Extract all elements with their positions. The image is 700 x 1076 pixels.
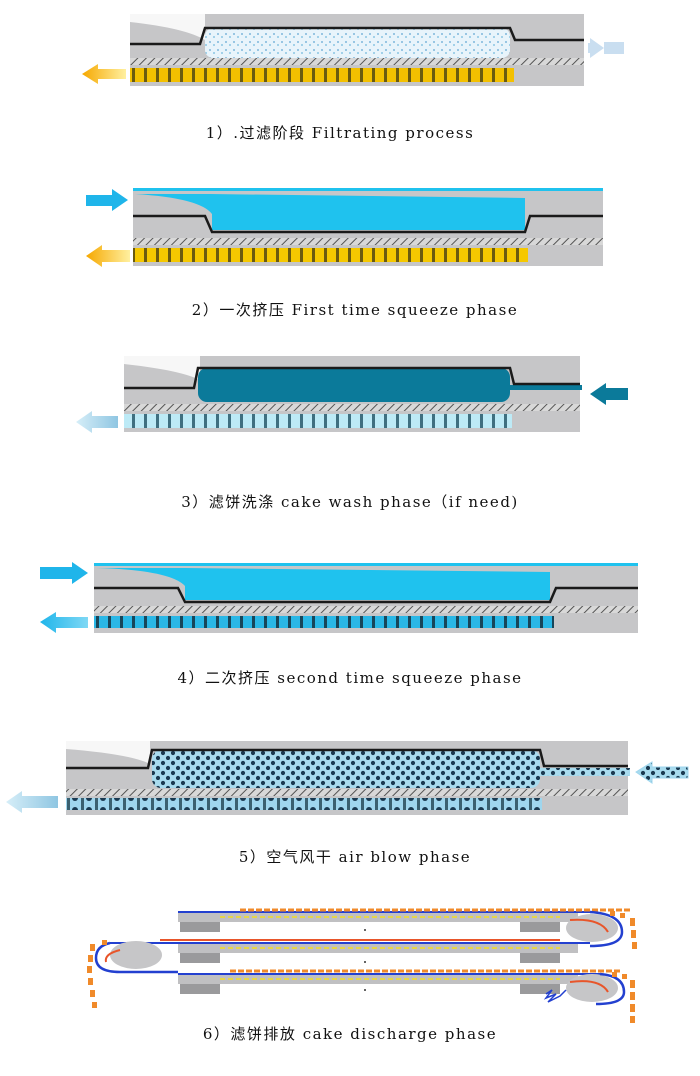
stage-1-feed-in-arrow bbox=[588, 38, 604, 58]
stage-6-roller-left-top bbox=[180, 922, 220, 932]
stage-3-wash-in-arrow bbox=[590, 383, 628, 405]
stage-1-filtrating bbox=[82, 14, 624, 86]
stage-6-cloth-wrap-right-bottom bbox=[595, 972, 626, 1006]
stage-3-wash-chamber bbox=[198, 368, 510, 402]
stage-4-filtrate-out-arrow bbox=[40, 612, 88, 633]
stage-6-center-mark-middle bbox=[364, 961, 366, 963]
stage-4-caption: 4）二次挤压 second time squeeze phase bbox=[177, 669, 523, 687]
stage-6-falling-cake-right-top bbox=[610, 911, 637, 949]
stage-5-caption: 5）空气风干 air blow phase bbox=[238, 848, 472, 866]
stage-3-cake-wash bbox=[76, 356, 628, 433]
stage-6-cloth-red-arc-top bbox=[569, 918, 609, 933]
stage-2-filtrate-channel bbox=[133, 248, 528, 262]
stage-1-feed-channel bbox=[130, 14, 205, 40]
stage-3-filter-cloth bbox=[124, 404, 580, 411]
stage-4-filter-cloth bbox=[94, 606, 638, 613]
stage-5-feed-channel bbox=[66, 741, 150, 764]
stage-4-diaphragm-line bbox=[94, 586, 638, 604]
stage-2-first-squeeze bbox=[86, 188, 603, 267]
stage-5-air-inlet bbox=[540, 768, 630, 776]
stage-6-center-mark-bottom bbox=[364, 989, 366, 991]
stage-6-falling-cake-left bbox=[87, 940, 107, 1008]
stage-6-cake-discharge bbox=[87, 908, 637, 1023]
stage-4-water-in-arrow bbox=[40, 562, 88, 584]
stage-6-roller-left-middle bbox=[180, 953, 220, 963]
stage-6-discharge-roller-bottom bbox=[566, 974, 618, 1002]
stage-2-caption: 2）一次挤压 First time squeeze phase bbox=[191, 301, 519, 319]
stage-6-roller-left-bottom bbox=[180, 984, 220, 994]
stage-3-wash-inlet-line bbox=[510, 385, 582, 390]
stage-6-roller-right-middle bbox=[520, 953, 560, 963]
stage-4-squeeze-water bbox=[96, 568, 550, 600]
stage-2-water-in-arrow bbox=[86, 189, 128, 211]
stage-6-center-mark-top bbox=[364, 929, 366, 931]
stage-1-diaphragm-line bbox=[130, 26, 584, 46]
stage-1-feed-in-arrow-tail bbox=[604, 42, 624, 54]
stage-6-roller-right-bottom bbox=[520, 984, 560, 994]
stage-3-caption: 3）滤饼洗涤 cake wash phase（if need) bbox=[181, 493, 519, 511]
stage-5-air-out-channel bbox=[66, 798, 542, 810]
stage-6-falling-cake-right-bottom bbox=[612, 972, 635, 1023]
stage-2-feed-line bbox=[133, 188, 603, 191]
stage-5-diaphragm-line bbox=[66, 748, 628, 770]
stage-6-plate-top bbox=[178, 912, 578, 922]
stage-6-cloth-wrap-left bbox=[94, 941, 178, 974]
stage-1-filtrate-out-arrow bbox=[82, 64, 126, 84]
stage-5-air-in-arrow bbox=[635, 761, 689, 784]
stage-6-discharge-roller-middle bbox=[110, 941, 162, 969]
stage-5-air-blow bbox=[6, 741, 689, 815]
stage-1-caption: 1）.过滤阶段 Filtrating process bbox=[205, 124, 475, 142]
stage-3-feed-channel bbox=[124, 356, 200, 380]
stage-4-feed-line bbox=[94, 563, 638, 566]
stage-2-filter-cloth bbox=[133, 238, 603, 245]
stage-6-caption: 6）滤饼排放 cake discharge phase bbox=[202, 1025, 498, 1043]
stage-3-wash-out-channel bbox=[124, 414, 512, 428]
stage-3-diaphragm-line bbox=[124, 366, 580, 390]
stage-6-cloth-wrap-right-top bbox=[589, 910, 624, 948]
stage-6-spring bbox=[543, 989, 567, 1003]
stage-6-discharge-roller-top bbox=[566, 914, 618, 942]
stage-6-roller-right-top bbox=[520, 922, 560, 932]
stage-6-cloth-red-arc-left bbox=[104, 949, 121, 963]
stage-3-wash-out-arrow bbox=[76, 411, 118, 433]
stage-1-filtrate-channel bbox=[130, 68, 514, 82]
stage-5-air-out-arrow bbox=[6, 791, 58, 813]
stage-6-plate-middle bbox=[178, 943, 578, 953]
stage-4-filtrate-channel bbox=[94, 616, 554, 628]
stage-5-cake-chamber bbox=[152, 750, 540, 788]
stage-5-filter-cloth bbox=[66, 789, 628, 796]
stage-2-squeeze-water bbox=[135, 194, 525, 230]
stage-1-chamber bbox=[205, 28, 510, 58]
stage-6-plate-bottom bbox=[178, 974, 578, 984]
stage-6-cloth-red-arc-bottom bbox=[569, 980, 609, 993]
stage-2-diaphragm-line bbox=[133, 214, 603, 234]
stage-4-second-squeeze bbox=[40, 562, 638, 633]
stage-2-filtrate-out-arrow bbox=[86, 245, 130, 267]
stage-1-filter-cloth bbox=[130, 58, 584, 65]
